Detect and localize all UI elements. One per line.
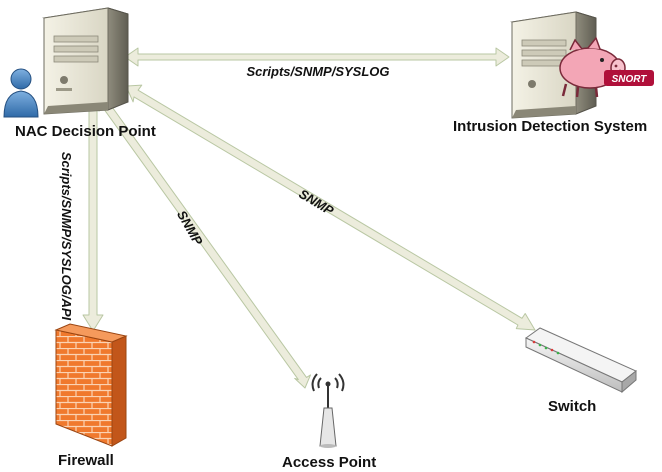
snort-pig-logo-icon: SNORT: [559, 36, 654, 98]
server-icon: [42, 7, 129, 115]
edge-label-nac-access-point: SNMP: [174, 208, 206, 248]
server-icon: [510, 11, 597, 119]
firewall: Firewall: [54, 323, 128, 469]
firewall-label: Firewall: [58, 452, 114, 469]
wireless-access-point-icon: [311, 373, 345, 448]
access-point-label: Access Point: [282, 454, 376, 471]
intrusion-detection-system: SNORT Intrusion Detection System: [453, 11, 654, 135]
switch-label: Switch: [548, 398, 596, 415]
edge-label-nac-ids: Scripts/SNMP/SYSLOG: [246, 64, 389, 79]
arrow-nac-ids: [124, 47, 510, 67]
access-point: Access Point: [282, 373, 376, 471]
user-icon: [3, 68, 39, 118]
snort-logo-text: SNORT: [612, 74, 648, 85]
network-switch-icon: [525, 327, 637, 394]
nac-decision-point: NAC Decision Point: [3, 7, 156, 140]
edge-label-nac-firewall: Scripts/SNMP/SYSLOG/API: [59, 152, 74, 321]
ids-label: Intrusion Detection System: [453, 118, 647, 135]
edge-label-nac-switch: SNMP: [296, 186, 336, 218]
arrow-nac-switch: [125, 84, 536, 331]
switch: Switch: [525, 327, 637, 415]
nac-label: NAC Decision Point: [15, 123, 156, 140]
connection-arrows: [82, 47, 536, 389]
firewall-brick-icon: [54, 323, 128, 447]
